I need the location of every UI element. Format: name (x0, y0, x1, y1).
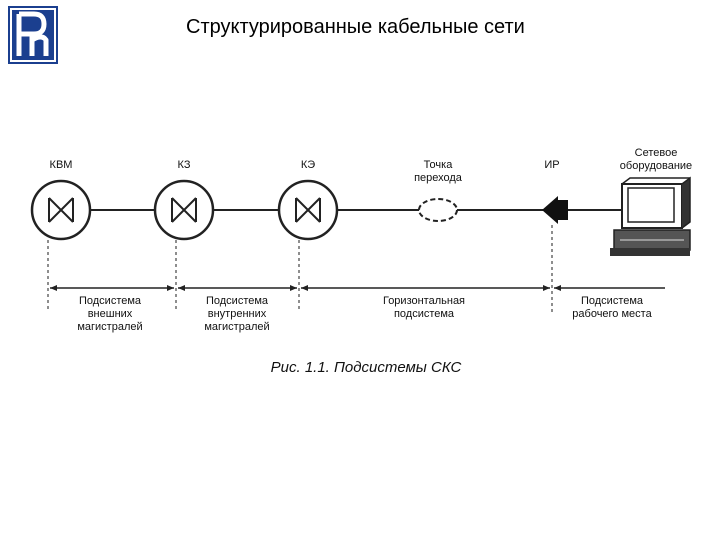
node-kvm (30, 179, 92, 241)
transition-point-label-2: перехода (414, 172, 463, 184)
transition-point-icon (418, 198, 458, 222)
slide-title: Структурированные кабельные сети (186, 16, 525, 38)
subsystem-2-line-1: Подсистема (206, 295, 269, 307)
subsystem-2-line-2: внутренних (208, 308, 267, 320)
transition-point-label-1: Точка (424, 159, 454, 171)
node-label-kvm: КВМ (50, 159, 73, 171)
figure-caption: Рис. 1.1. Подсистемы СКС (271, 359, 462, 376)
computer-icon (610, 176, 691, 256)
subsystem-1-line-2: внешних (88, 308, 133, 320)
subsystem-2-line-3: магистралей (204, 321, 269, 333)
equipment-label-2: оборудование (620, 160, 692, 172)
outlet-icon (542, 196, 568, 224)
node-label-kz: КЗ (178, 159, 191, 171)
equipment-label-1: Сетевое (635, 147, 678, 159)
subsystem-4-line-1: Подсистема (581, 295, 644, 307)
subsystem-1-line-1: Подсистема (79, 295, 142, 307)
subsystem-3-line-1: Горизонтальная (383, 295, 465, 307)
hse-logo-icon (8, 6, 58, 64)
outlet-label: ИР (544, 159, 559, 171)
arrow-heads (50, 285, 561, 291)
subsystem-3-line-2: подсистема (394, 308, 455, 320)
subsystem-1-line-3: магистралей (77, 321, 142, 333)
node-label-ke: КЭ (301, 159, 315, 171)
boundary-lines (47, 225, 553, 312)
node-ke (277, 179, 339, 241)
node-kz (153, 179, 215, 241)
subsystem-4-line-2: рабочего места (572, 308, 652, 320)
